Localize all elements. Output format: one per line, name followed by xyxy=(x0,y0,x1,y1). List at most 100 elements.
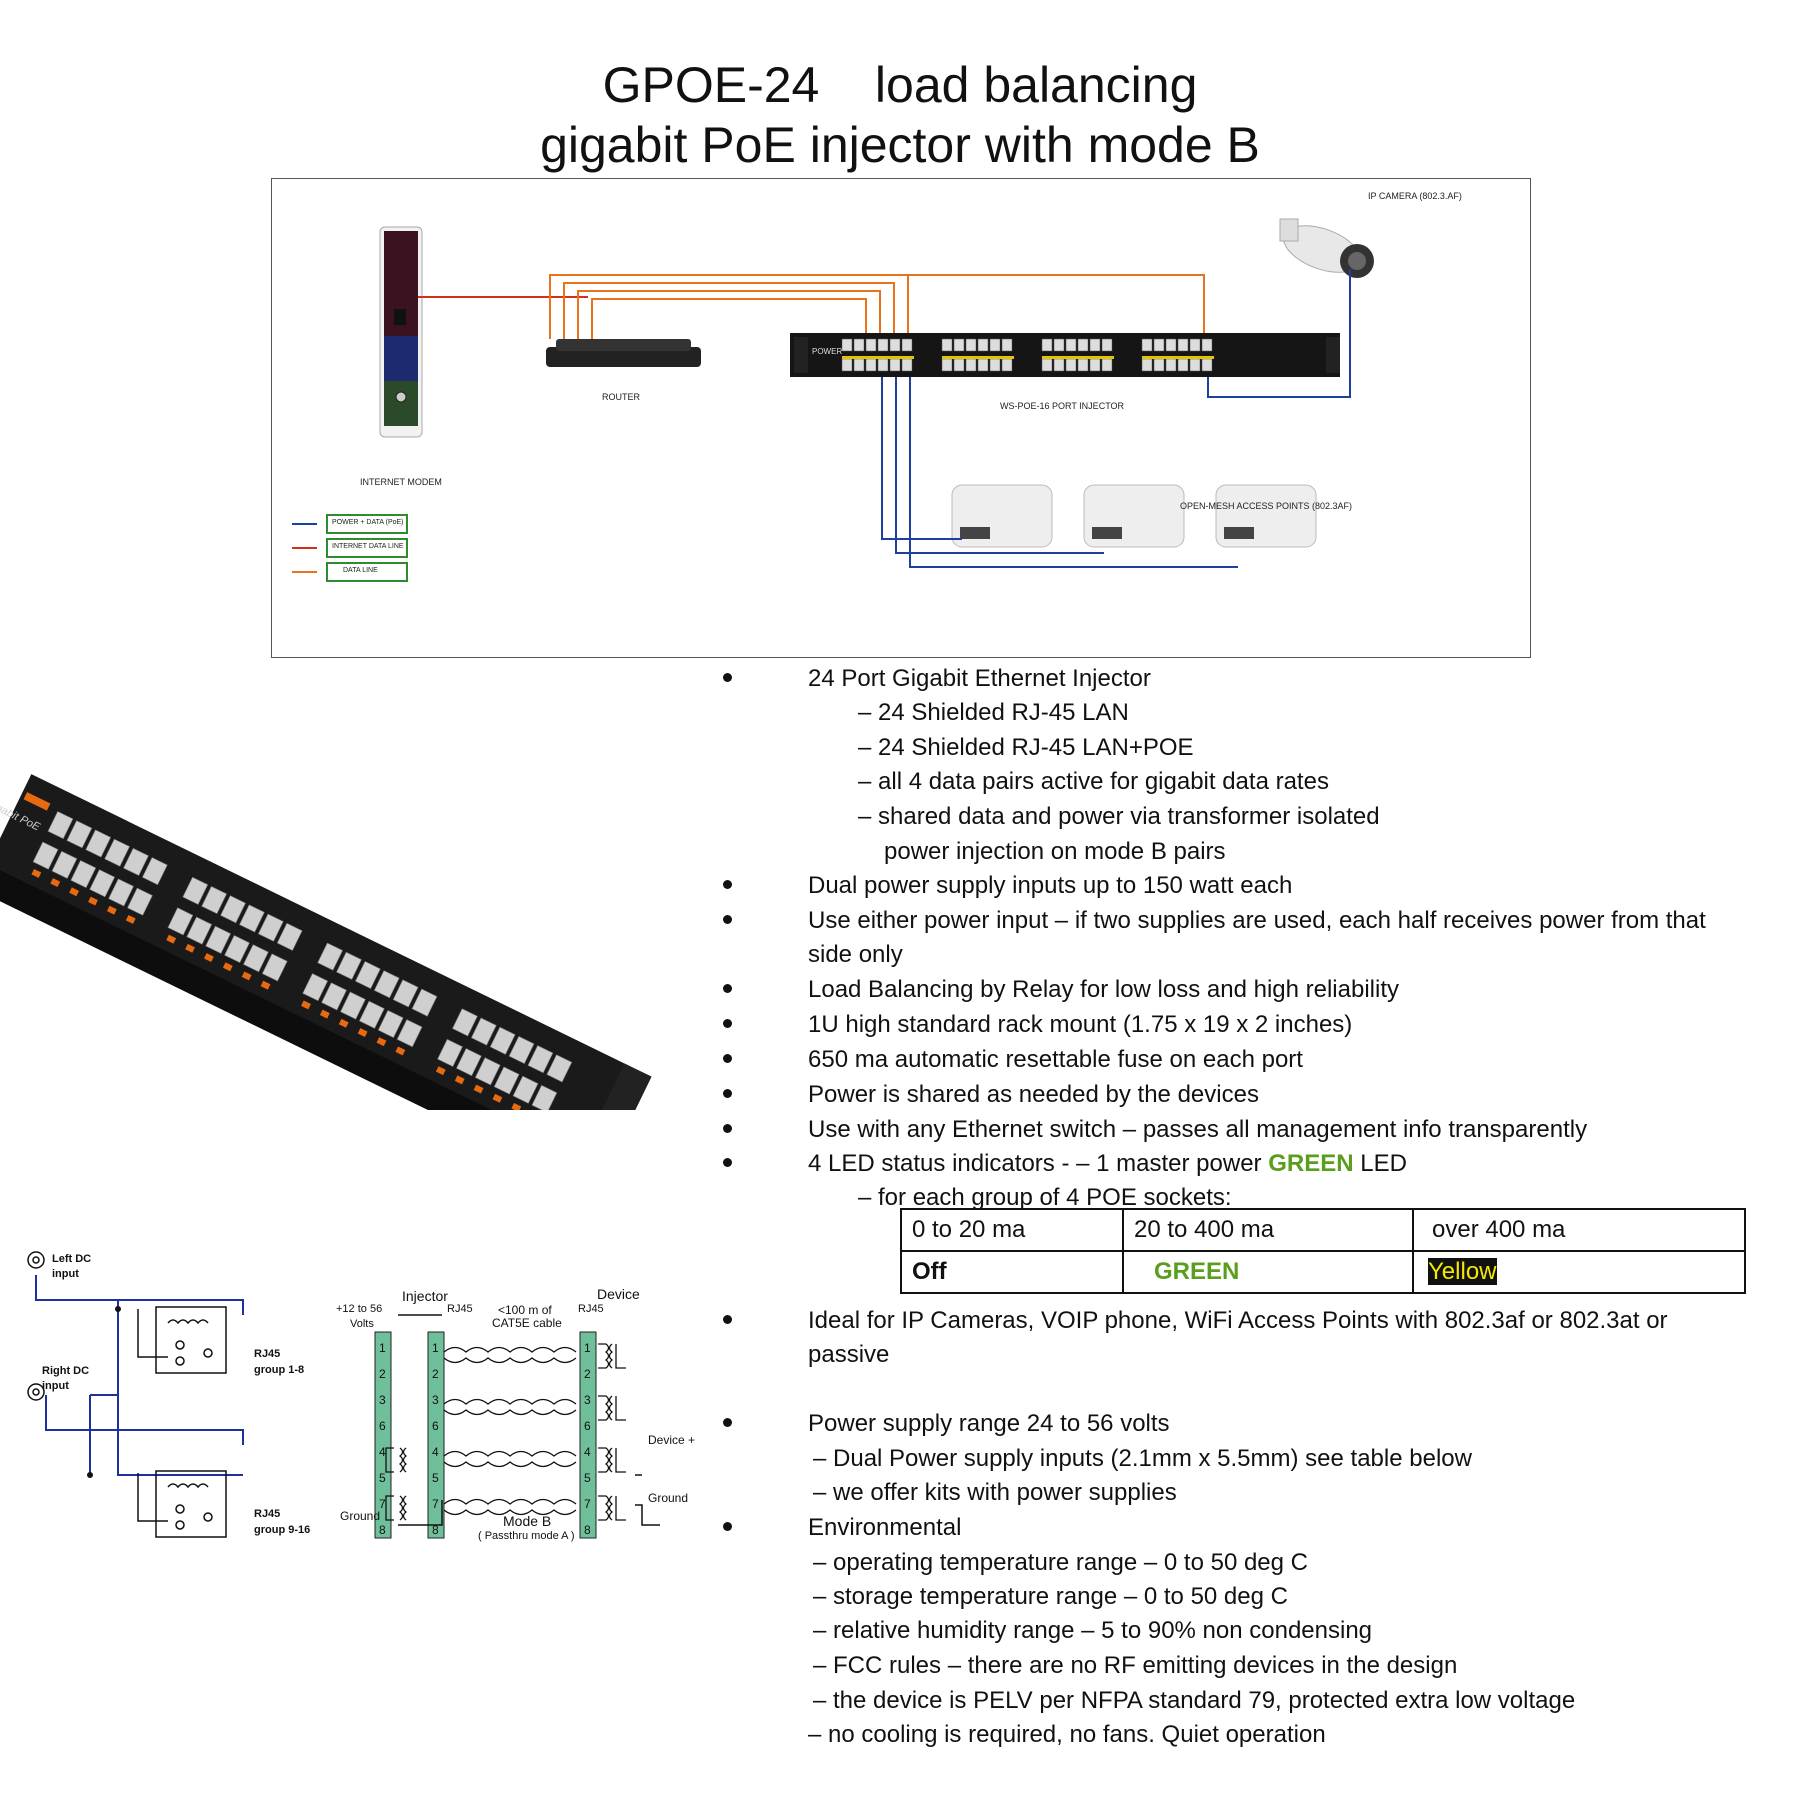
table-row: 0 to 20 ma 20 to 400 ma over 400 ma xyxy=(900,1208,1746,1252)
rj45-port xyxy=(1177,358,1189,372)
right-dc-label-2: input xyxy=(42,1380,69,1392)
rj45-port xyxy=(901,338,913,352)
rj45-port xyxy=(953,338,965,352)
photo-port-led xyxy=(69,887,80,897)
photo-port-led xyxy=(106,905,117,915)
table-header-cell: 0 to 20 ma xyxy=(900,1208,1124,1252)
feature-ideal-for-2: passive xyxy=(808,1341,890,1368)
feature-ports-sub-2: – 24 Shielded RJ-45 LAN+POE xyxy=(858,734,1194,761)
feature-led-sub: – for each group of 4 POE sockets: xyxy=(858,1184,1232,1211)
photo-rj45-port xyxy=(104,838,130,867)
rj45-port xyxy=(877,358,889,372)
rj45-group-b-label: RJ45 xyxy=(254,1508,281,1520)
bullet-dot xyxy=(723,915,732,924)
rj45-port xyxy=(901,358,913,372)
photo-port-led xyxy=(319,1009,330,1019)
rj45-port xyxy=(1077,358,1089,372)
photo-rj45-port xyxy=(377,1009,404,1038)
env-sub-4: – FCC rules – there are no RF emitting d… xyxy=(813,1652,1458,1679)
ip-camera-icon xyxy=(1279,218,1374,278)
photo-rj45-port xyxy=(167,907,194,936)
feature-ports: 24 Port Gigabit Ethernet Injector xyxy=(808,665,1151,692)
rj45-port xyxy=(1001,338,1013,352)
rj45-injector-label: RJ45 xyxy=(447,1303,473,1315)
rj45-port xyxy=(1165,358,1177,372)
photo-rj45-port xyxy=(508,1035,535,1064)
pin-number: 2 xyxy=(432,1367,439,1381)
photo-rj45-port xyxy=(321,982,347,1011)
feature-power-range: Power supply range 24 to 56 volts xyxy=(808,1410,1170,1437)
pin-number: 4 xyxy=(584,1445,591,1459)
photo-rj45-port xyxy=(66,820,93,849)
rj45-port xyxy=(853,338,865,352)
pin-number: 8 xyxy=(584,1523,591,1537)
table-cell-green: GREEN xyxy=(1154,1258,1240,1285)
twisted-pair-upper xyxy=(443,1398,577,1405)
rj45-port xyxy=(965,338,977,352)
env-last: – no cooling is required, no fans. Quiet… xyxy=(808,1721,1326,1748)
rj45-port xyxy=(877,338,889,352)
access-point-icon-2 xyxy=(1083,484,1185,548)
photo-port-led xyxy=(222,962,233,972)
photo-port-led xyxy=(301,1000,311,1010)
bullet-dot xyxy=(723,1089,732,1098)
pin-number: 5 xyxy=(379,1471,386,1485)
page-title: GPOE-24 load balancing gigabit PoE injec… xyxy=(0,55,1800,175)
photo-rj45-port xyxy=(220,895,246,924)
device-coil-secondary xyxy=(608,1447,626,1473)
device-coil xyxy=(598,1343,610,1369)
photo-rj45-port xyxy=(456,1048,482,1077)
photo-rj45-port xyxy=(392,979,419,1008)
pin-block xyxy=(374,1331,392,1539)
rj45-port xyxy=(941,358,953,372)
rj45-port xyxy=(1141,358,1153,372)
photo-rj45-port xyxy=(243,944,269,973)
bullet-dot xyxy=(723,1054,732,1063)
rj45-port xyxy=(1053,338,1065,352)
photo-rj45-port xyxy=(340,991,366,1020)
injector-coil xyxy=(385,1447,408,1473)
twisted-pair-upper xyxy=(443,1498,577,1505)
ground-left-label: Ground xyxy=(340,1509,381,1523)
device-heading: Device xyxy=(597,1286,640,1302)
access-point-icon-3 xyxy=(1215,484,1317,548)
transformer-coils xyxy=(385,1343,626,1521)
pin-number: 6 xyxy=(584,1419,591,1433)
photo-rj45-port xyxy=(141,857,168,886)
device-plus-label: Device + xyxy=(648,1433,696,1447)
rj45-port xyxy=(889,338,901,352)
title-line-1: GPOE-24 load balancing xyxy=(602,57,1198,113)
rj45-port xyxy=(1053,358,1065,372)
photo-rj45-port xyxy=(276,922,303,951)
photo-port-led xyxy=(241,971,252,981)
rj45-port xyxy=(841,338,853,352)
photo-rj45-port xyxy=(85,829,112,858)
bullet-dot xyxy=(723,1124,732,1133)
photo-rj45-port xyxy=(358,1000,385,1029)
photo-rj45-port xyxy=(527,1045,554,1074)
rj45-port xyxy=(1101,358,1113,372)
rj45-port xyxy=(1201,338,1213,352)
injector-coil xyxy=(385,1495,408,1521)
injector-heading: Injector xyxy=(402,1288,448,1304)
group-b-label: group 9-16 xyxy=(254,1524,311,1536)
pin-number: 3 xyxy=(379,1393,386,1407)
bullet-dot xyxy=(723,880,732,889)
network-diagram: IP CAMERA (802.3.AF) ROUTER WS-POE-16 PO… xyxy=(271,178,1531,658)
photo-rj45-port xyxy=(512,1075,539,1104)
twisted-pair-lower xyxy=(443,1461,577,1468)
router-label: ROUTER xyxy=(602,392,640,402)
device-coil xyxy=(598,1447,610,1473)
led-text-green: GREEN xyxy=(1268,1150,1354,1177)
photo-port-led xyxy=(435,1066,446,1076)
left-dc-label-2: input xyxy=(52,1268,79,1280)
env-sub-1: – operating temperature range – 0 to 50 … xyxy=(813,1549,1308,1576)
photo-rj45-port xyxy=(317,942,343,971)
pin-block xyxy=(579,1331,597,1539)
photo-port-led xyxy=(357,1028,368,1037)
photo-rj45-port xyxy=(186,916,213,945)
pin-number: 2 xyxy=(379,1367,386,1381)
photo-rj45-port xyxy=(546,1054,573,1083)
led-text-suffix: LED xyxy=(1353,1150,1407,1177)
